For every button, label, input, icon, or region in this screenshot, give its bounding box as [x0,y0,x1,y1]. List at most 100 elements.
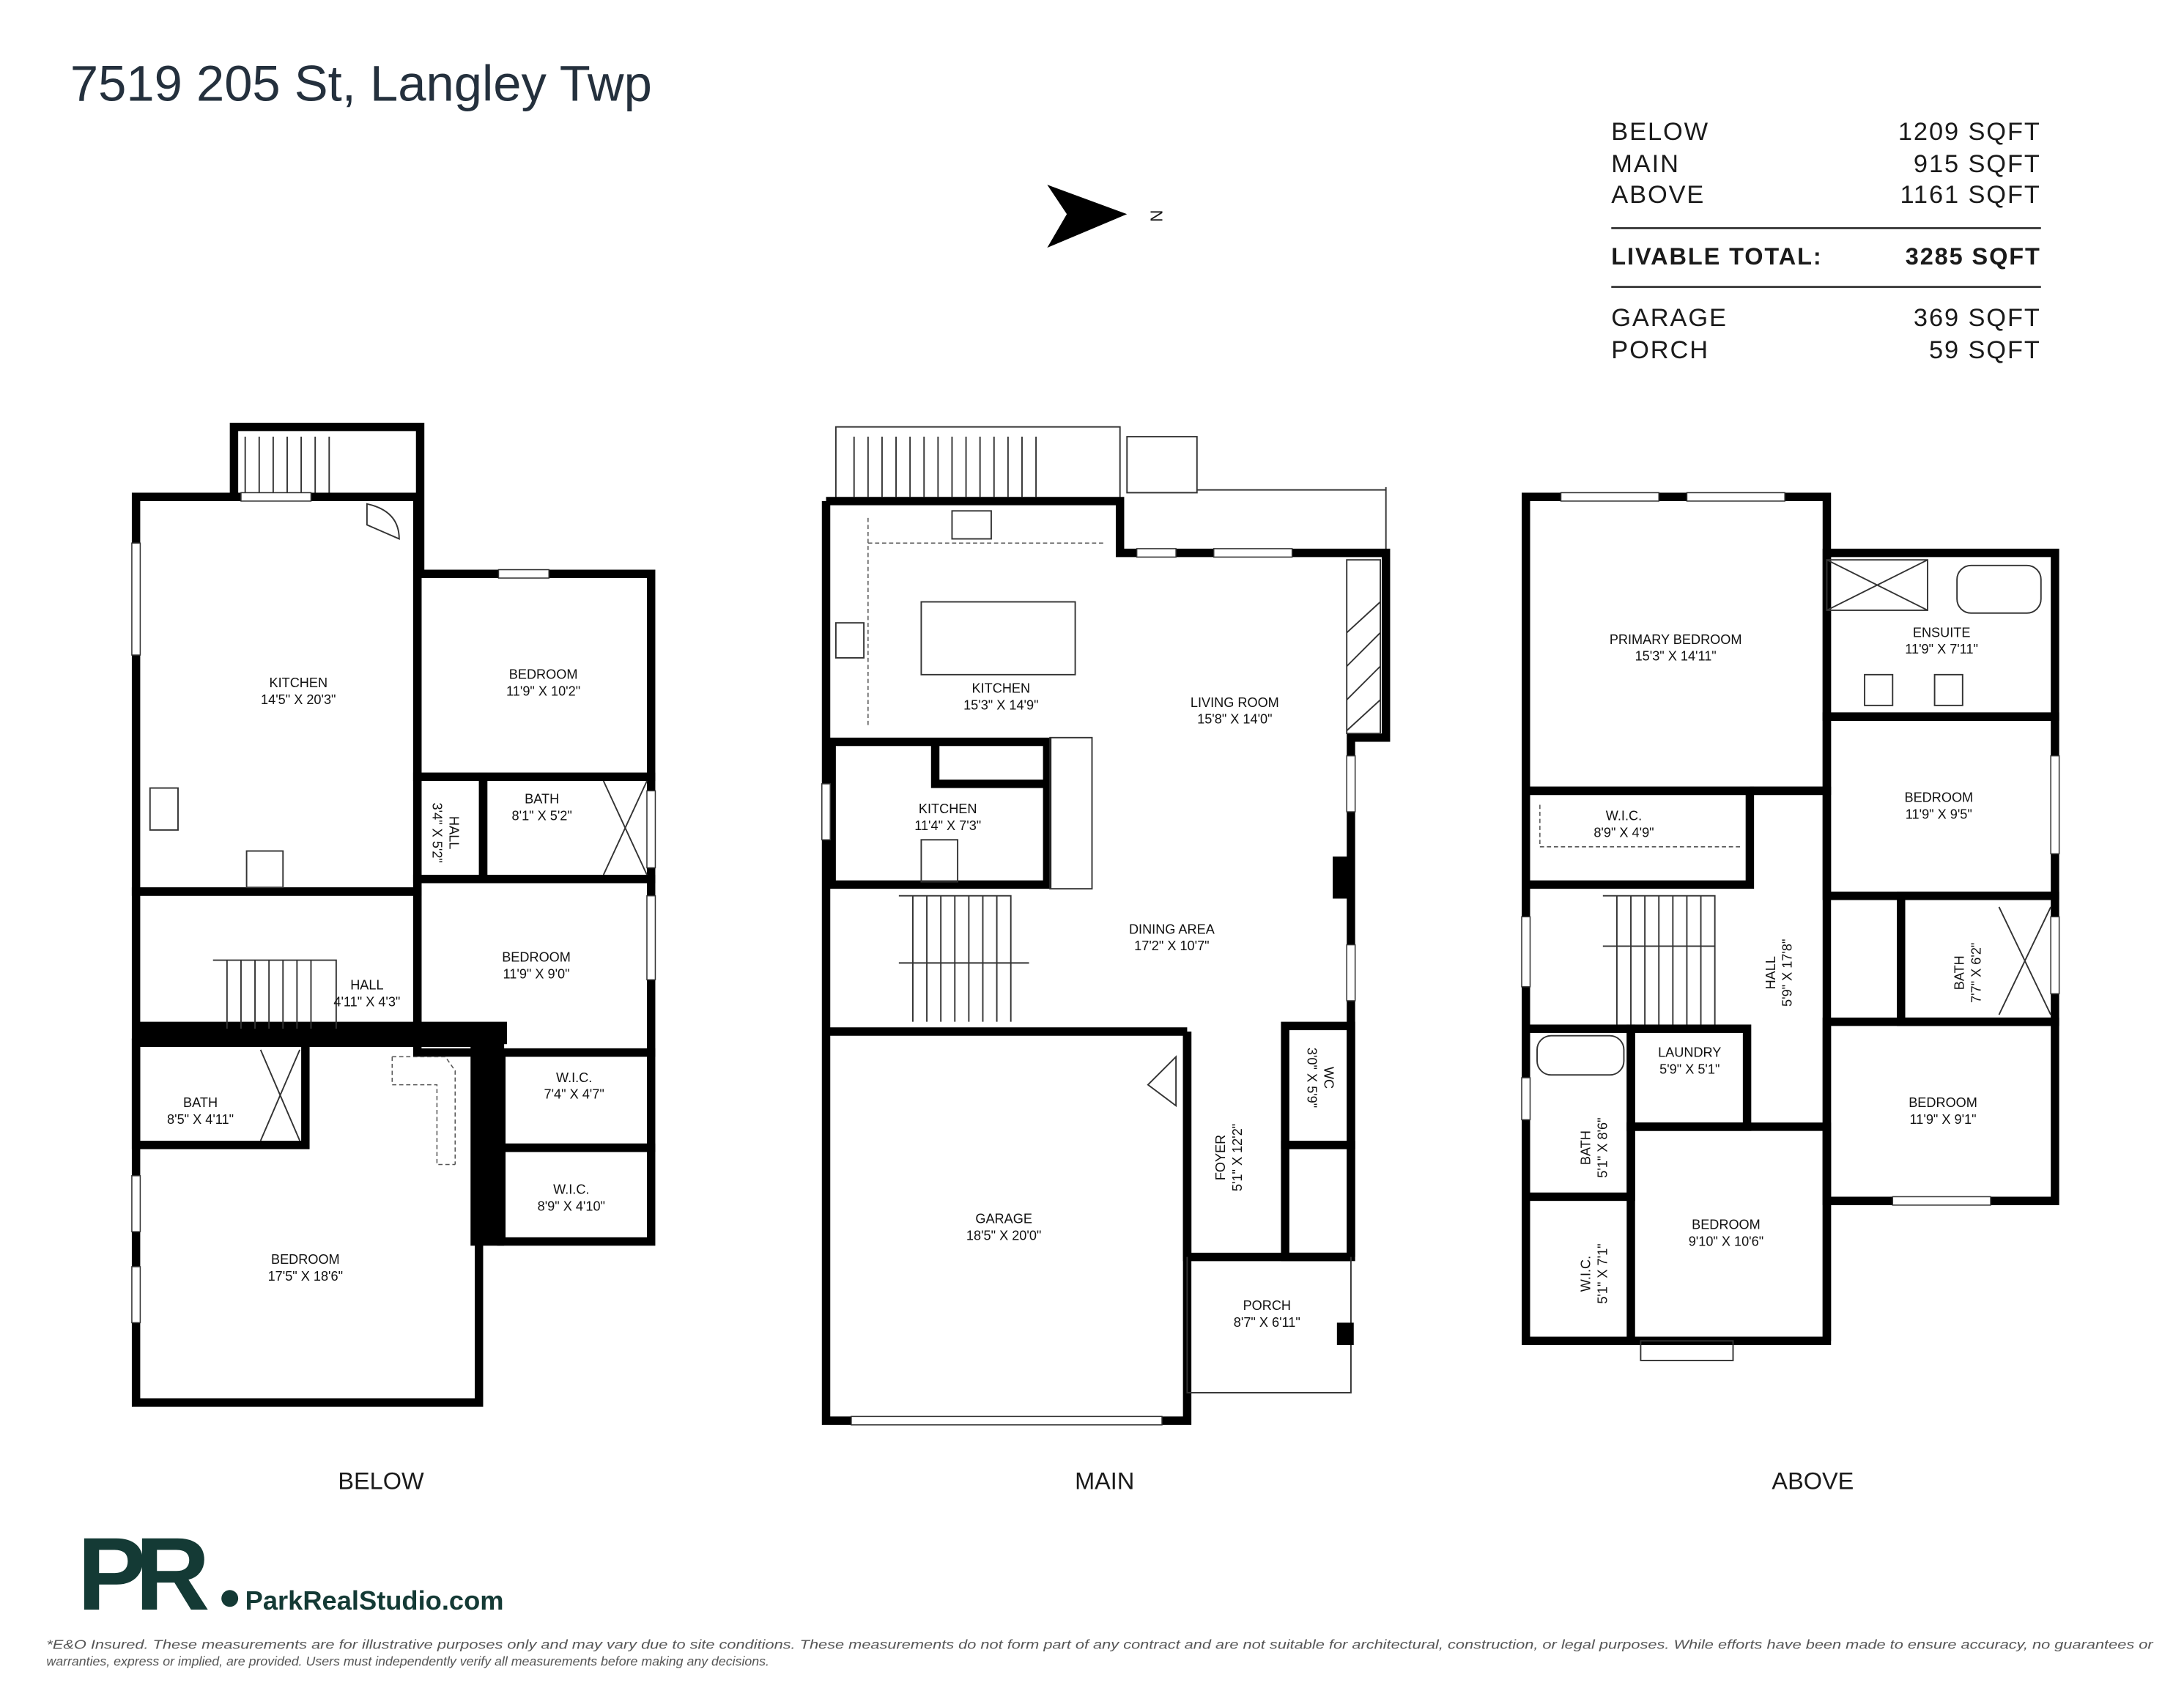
area-label-main: MAIN [1611,150,1680,178]
disclaimer-line-1: *E&O Insured. These measurements are for… [46,1637,2154,1652]
room-label: WC3'0" X 5'9" [1305,1048,1336,1108]
floor-label-main: MAIN [1075,1468,1134,1495]
room-dimensions: 9'10" X 10'6" [1689,1234,1763,1248]
room-label: KITCHEN 14'5" X 20'3" [261,675,336,707]
room-name: W.I.C. [553,1182,589,1197]
room-label: W.I.C. 8'9" X 4'10" [538,1182,605,1214]
room-dimensions: 17'2" X 10'7" [1134,939,1209,953]
room-name: BATH [183,1095,218,1110]
room-dimensions: 4'11" X 4'3" [333,995,400,1010]
room-label: BEDROOM 11'9" X 9'1" [1909,1095,1977,1127]
room-dimensions: 7'7" X 6'2" [1969,943,1984,1003]
room-dimensions: 11'9" X 9'1" [1910,1112,1977,1127]
room-dimensions: 5'1" X 7'1" [1596,1243,1610,1303]
area-label-below: BELOW [1611,118,1709,146]
area-label-garage: GARAGE [1611,304,1728,332]
room-name: WC [1322,1067,1336,1089]
room-dimensions: 11'9" X 10'2" [506,684,580,698]
room-label: KITCHEN 15'3" X 14'9" [963,681,1038,713]
room-dimensions: 8'9" X 4'10" [538,1199,605,1214]
room-label: BEDROOM 17'5" X 18'6" [268,1252,343,1284]
room-name: W.I.C. [556,1070,592,1085]
room-dimensions: 8'5" X 4'11" [167,1112,234,1127]
room-name: BATH [1952,955,1967,990]
room-dimensions: 14'5" X 20'3" [261,692,336,707]
room-name: HALL [350,978,383,993]
room-dimensions: 15'3" X 14'11" [1635,649,1717,664]
room-dimensions: 7'4" X 4'7" [544,1087,604,1102]
room-dimensions: 8'9" X 4'9" [1593,825,1654,840]
room-name: BATH [525,792,559,807]
room-dimensions: 3'4" X 5'2" [430,803,445,863]
floor-plan-main [821,426,1391,1426]
room-dimensions: 11'9" X 9'0" [503,966,570,981]
room-label: BEDROOM 11'9" X 9'0" [502,949,571,981]
room-name: BATH [1579,1130,1593,1165]
room-name: FOYER [1213,1135,1228,1180]
area-label-above: ABOVE [1611,181,1705,209]
room-name: BEDROOM [1909,1095,1977,1110]
room-dimensions: 15'3" X 14'9" [963,698,1038,713]
room-labels: KITCHEN 14'5" X 20'3" BEDROOM 11'9" X 10'2"… [167,625,1984,1330]
area-table: BELOW 1209 SQFT MAIN 915 SQFT ABOVE 1161… [1611,118,2041,364]
room-name: KITCHEN [919,802,977,816]
livable-total-label: LIVABLE TOTAL: [1611,243,1822,270]
room-name: PRIMARY BEDROOM [1610,632,1742,647]
room-name: BEDROOM [1904,791,1973,805]
room-dimensions: 5'1" X 8'6" [1596,1117,1610,1177]
room-name: W.I.C. [1579,1256,1593,1292]
room-label: W.I.C.5'1" X 7'1" [1579,1243,1610,1303]
disclaimer-line-2: warranties, express or implied, are prov… [46,1654,769,1668]
area-label-porch: PORCH [1611,336,1709,364]
room-dimensions: 15'8" X 14'0" [1197,712,1272,727]
room-dimensions: 11'9" X 9'5" [1906,807,1972,822]
room-name: PORCH [1243,1298,1291,1313]
room-dimensions: 5'9" X 5'1" [1659,1062,1720,1076]
room-name: W.I.C. [1606,809,1642,823]
page-title: 7519 205 St, Langley Twp [70,56,652,112]
room-label: LIVING ROOM 15'8" X 14'0" [1191,695,1279,727]
room-dimensions: 3'0" X 5'9" [1305,1048,1319,1108]
logo-dot [221,1590,239,1607]
brand-site-link[interactable]: ParkRealStudio.com [245,1585,504,1615]
north-arrow-icon: N [1047,185,1166,248]
room-label: PORCH 8'7" X 6'11" [1234,1298,1300,1330]
room-name: KITCHEN [972,681,1031,696]
room-dimensions: 17'5" X 18'6" [268,1269,343,1284]
room-name: BEDROOM [1692,1217,1761,1232]
room-label: BEDROOM 11'9" X 10'2" [506,667,580,699]
floor-label-above: ABOVE [1772,1468,1854,1495]
area-value-above: 1161 SQFT [1900,181,2040,209]
room-label: ENSUITE 11'9" X 7'11" [1905,625,1978,656]
room-label: BEDROOM 11'9" X 9'5" [1904,791,1973,822]
room-name: HALL [447,816,462,849]
brand-logo[interactable]: PR ParkRealStudio.com [77,1516,503,1632]
room-name: BEDROOM [502,949,571,964]
room-name: BEDROOM [271,1252,340,1267]
livable-total-value: 3285 SQFT [1906,243,2041,270]
room-name: LIVING ROOM [1191,695,1279,710]
room-dimensions: 11'9" X 7'11" [1905,642,1978,656]
area-value-garage: 369 SQFT [1914,304,2041,332]
room-dimensions: 8'7" X 6'11" [1234,1315,1300,1330]
room-dimensions: 5'9" X 17'8" [1780,939,1795,1007]
room-name: ENSUITE [1913,625,1971,640]
room-label: W.I.C. 7'4" X 4'7" [544,1070,604,1102]
room-name: BEDROOM [509,667,578,682]
floor-plan-above [1521,492,2060,1361]
area-value-main: 915 SQFT [1914,150,2041,178]
floor-label-below: BELOW [338,1468,424,1495]
room-name: KITCHEN [269,675,327,690]
room-label: HALL 4'11" X 4'3" [333,978,400,1010]
area-value-porch: 59 SQFT [1929,336,2041,364]
floor-plan-below [131,422,656,1407]
room-dimensions: 18'5" X 20'0" [966,1229,1041,1243]
